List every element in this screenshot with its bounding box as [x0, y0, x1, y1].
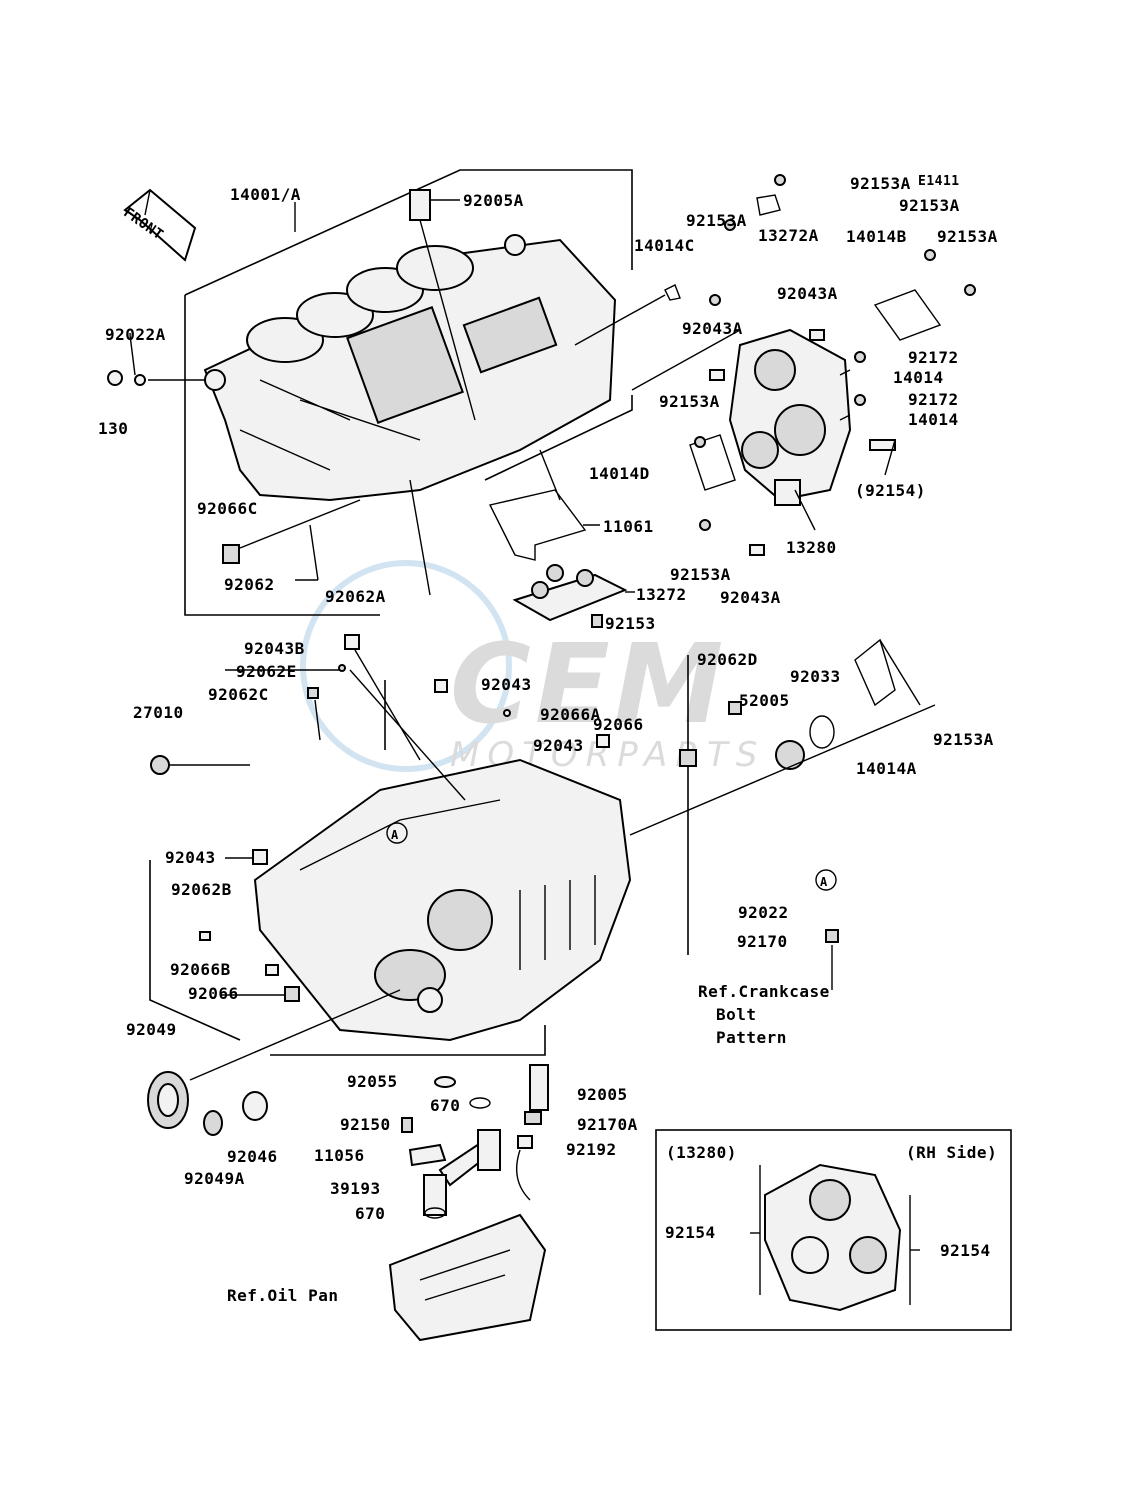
label-92005: 92005	[577, 1085, 628, 1104]
label-14014B: 14014B	[846, 227, 907, 246]
52005-gear	[775, 740, 805, 770]
label-92043-c: 92043	[165, 848, 216, 867]
label-92022A: 92022A	[105, 325, 166, 344]
label-92153: 92153	[605, 614, 656, 633]
ref-crankcase-line2: Bolt	[716, 1005, 757, 1024]
label-14014-b: 14014	[908, 410, 959, 429]
diagram-code: E1411	[918, 174, 960, 189]
label-92022: 92022	[738, 903, 789, 922]
ref-crankcase-line3: Pattern	[716, 1028, 787, 1047]
label-92043A-a: 92043A	[777, 284, 838, 303]
13280-cover	[728, 328, 852, 506]
label-92172-a: 92172	[908, 348, 959, 367]
label-92066C: 92066C	[197, 499, 258, 518]
label-92062A: 92062A	[325, 587, 386, 606]
label-11061: 11061	[603, 517, 654, 536]
label-92062B: 92062B	[171, 880, 232, 899]
label-13272A: 13272A	[758, 226, 819, 245]
label-92153A-e: 92153A	[659, 392, 720, 411]
label-92066B: 92066B	[170, 960, 231, 979]
inset-label-right: 92154	[940, 1241, 991, 1260]
label-92043-b: 92043	[533, 736, 584, 755]
label-92055: 92055	[347, 1072, 398, 1091]
label-92062D: 92062D	[697, 650, 758, 669]
label-92172-b: 92172	[908, 390, 959, 409]
label-670-a: 670	[430, 1096, 461, 1115]
label-92049A: 92049A	[184, 1169, 245, 1188]
label-92066: 92066	[593, 715, 644, 734]
label-92153A-top: 92153A	[850, 174, 911, 193]
inset-title-left: (13280)	[666, 1143, 737, 1162]
watermark-brand: CEM	[450, 620, 728, 748]
label-92043A-b: 92043A	[682, 319, 743, 338]
label-92062: 92062	[224, 575, 275, 594]
inset-box	[655, 1129, 1012, 1331]
label-92150: 92150	[340, 1115, 391, 1134]
label-92062C: 92062C	[208, 685, 269, 704]
label-92043B: 92043B	[244, 639, 305, 658]
callout-a-right: A	[820, 875, 828, 889]
label-92170A: 92170A	[577, 1115, 638, 1134]
inset-label-left: 92154	[665, 1223, 716, 1242]
ref-crankcase-line1: Ref.Crankcase	[698, 982, 830, 1001]
label-52005: 52005	[739, 691, 790, 710]
label-14001A: 14001/A	[230, 185, 301, 204]
front-arrow-icon	[123, 188, 197, 262]
label-92153A-c: 92153A	[899, 196, 960, 215]
label-14014D: 14014D	[589, 464, 650, 483]
label-14014A: 14014A	[856, 759, 917, 778]
label-670-b: 670	[355, 1204, 386, 1223]
label-39193: 39193	[330, 1179, 381, 1198]
upper-crankcase	[203, 234, 617, 502]
label-14014C: 14014C	[634, 236, 695, 255]
13272-cover	[512, 573, 628, 622]
label-92066-b: 92066	[188, 984, 239, 1003]
callout-a-left: A	[391, 828, 399, 842]
92005A-part	[409, 189, 431, 221]
label-92153A-b: 92153A	[686, 211, 747, 230]
label-13272: 13272	[636, 585, 687, 604]
lower-crankcase	[253, 758, 632, 1042]
ref-oil-pan: Ref.Oil Pan	[227, 1286, 339, 1305]
label-92046: 92046	[227, 1147, 278, 1166]
label-92153A-g: 92153A	[933, 730, 994, 749]
label-92005A: 92005A	[463, 191, 524, 210]
globe-logo-icon	[300, 560, 512, 772]
label-92066A: 92066A	[540, 705, 601, 724]
label-14014-a: 14014	[893, 368, 944, 387]
label-130: 130	[98, 419, 129, 438]
upper-box	[184, 169, 633, 296]
14014B-gasket	[873, 289, 942, 341]
oil-pan	[388, 1213, 547, 1342]
inset-title-right: (RH Side)	[906, 1143, 998, 1162]
label-92170: 92170	[737, 932, 788, 951]
label-27010: 27010	[133, 703, 184, 722]
label-92192: 92192	[566, 1140, 617, 1159]
label-13280: 13280	[786, 538, 837, 557]
label-92043A-c: 92043A	[720, 588, 781, 607]
label-92043-a: 92043	[481, 675, 532, 694]
label-92062E: 92062E	[236, 662, 297, 681]
label-11056: 11056	[314, 1146, 365, 1165]
label-92153A-d: 92153A	[937, 227, 998, 246]
14014D-gasket	[689, 434, 736, 491]
label-92154-paren: (92154)	[855, 481, 926, 500]
label-92033: 92033	[790, 667, 841, 686]
11061-gasket	[488, 489, 587, 561]
label-92153A-f: 92153A	[670, 565, 731, 584]
inset-cover	[764, 1163, 902, 1312]
label-92049: 92049	[126, 1020, 177, 1039]
